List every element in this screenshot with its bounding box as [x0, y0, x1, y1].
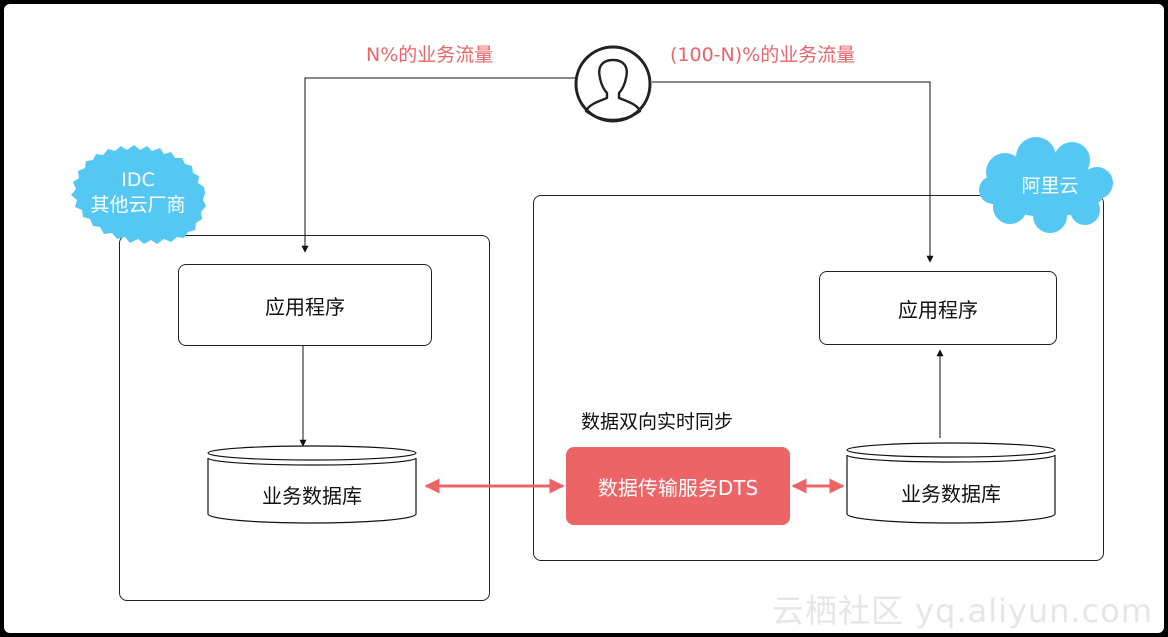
aliyun-cloud-icon: [979, 137, 1113, 233]
dts-service-label: 数据传输服务DTS: [597, 475, 759, 500]
right-app-label: 应用程序: [898, 297, 978, 322]
left-app-box: 应用程序: [178, 264, 432, 346]
idc-cloud-line2: 其他云厂商: [90, 194, 186, 216]
left-traffic-label: N%的业务流量: [366, 44, 494, 66]
aliyun-cloud-label: 阿里云: [1021, 175, 1079, 197]
left-app-label: 应用程序: [265, 294, 345, 319]
left-db-cylinder-icon: [207, 445, 417, 524]
left-db-label: 业务数据库: [262, 484, 362, 508]
right-app-box: 应用程序: [819, 271, 1057, 345]
right-db-cylinder-icon: [846, 442, 1056, 524]
idc-cloud-label: IDC 其他云厂商: [68, 168, 208, 218]
right-db-label: 业务数据库: [901, 482, 1001, 506]
idc-cloud-line1: IDC: [121, 169, 155, 191]
right-traffic-label: (100-N)%的业务流量: [670, 44, 856, 66]
left-traffic-connector: [301, 77, 576, 253]
sync-label: 数据双向实时同步: [581, 411, 734, 433]
watermark: 云栖社区 yq.aliyun.com: [772, 592, 1154, 630]
idc-cloud-icon: [71, 145, 206, 244]
user-icon: [574, 45, 652, 123]
right-traffic-connector: [652, 81, 934, 263]
dts-service-box: 数据传输服务DTS: [566, 447, 790, 525]
